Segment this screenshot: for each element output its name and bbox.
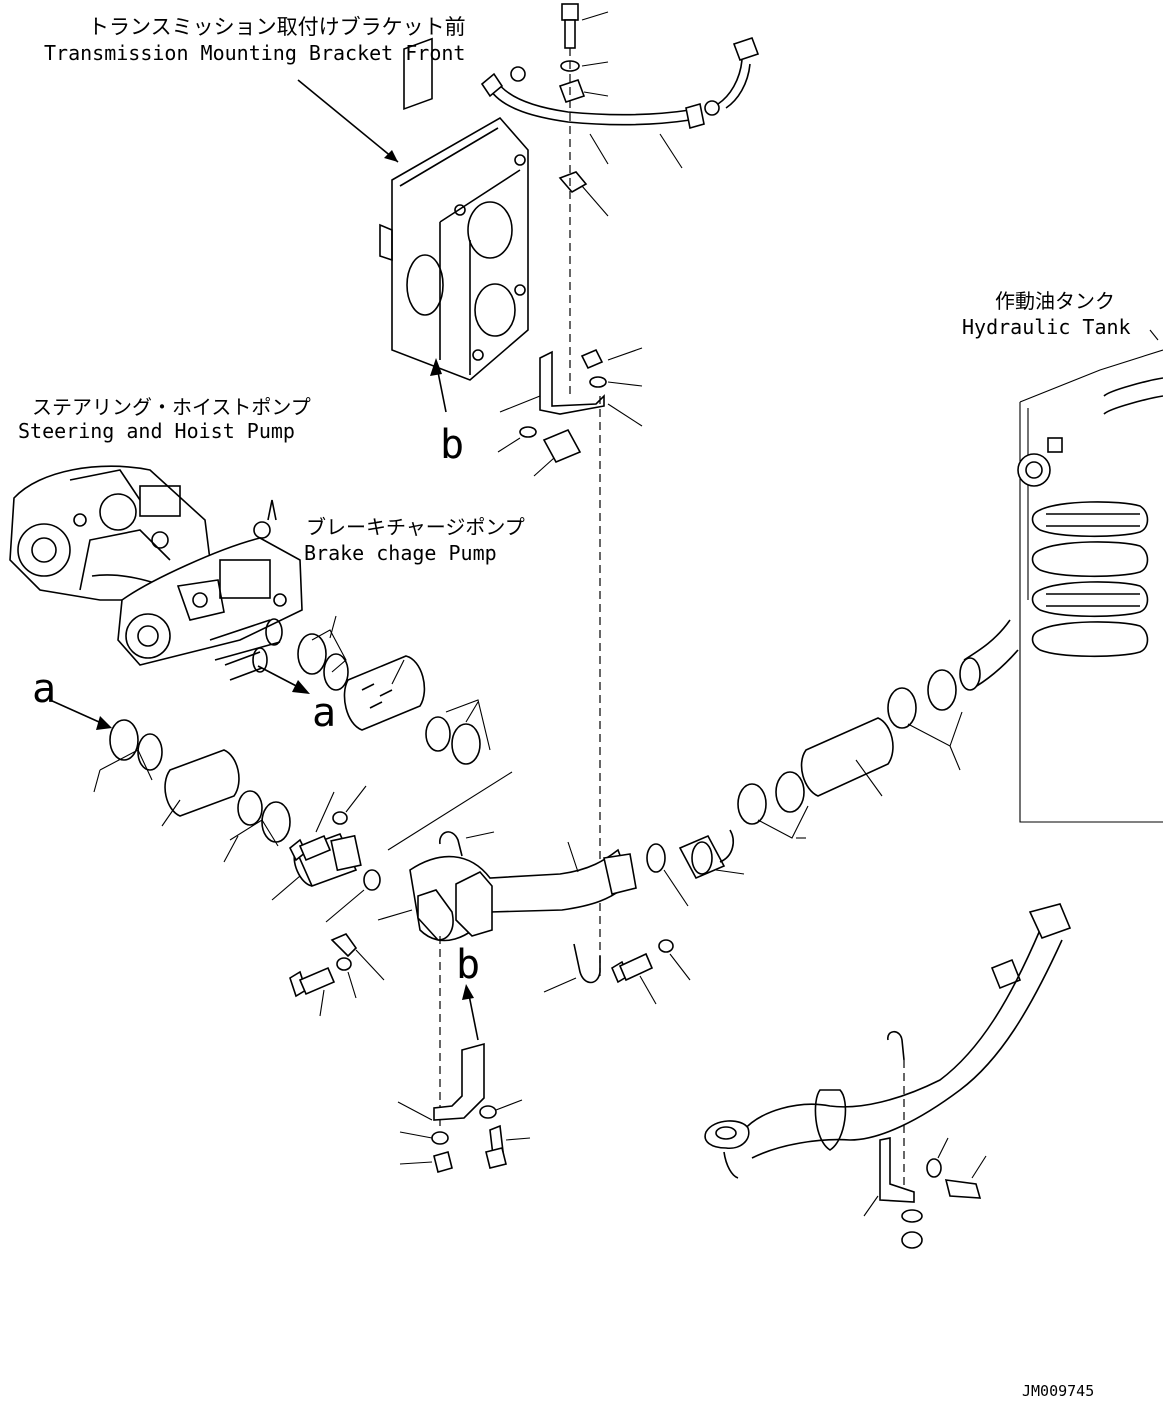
steering-pump-label-en: Steering and Hoist Pump bbox=[18, 419, 295, 443]
hydraulic-tank-label-jp: 作動油タンク bbox=[995, 289, 1115, 313]
brake-pump-label-en: Brake chage Pump bbox=[304, 541, 497, 565]
bolt-washer-right bbox=[610, 939, 691, 1005]
ref-b-bottom: b bbox=[456, 942, 480, 988]
arrow-head bbox=[462, 984, 474, 1000]
upper-hose-clamps bbox=[297, 615, 491, 765]
ref-a-center: a bbox=[312, 690, 336, 736]
main-pipe bbox=[377, 771, 637, 942]
brake-charge-pump bbox=[117, 499, 303, 666]
o-ring-right bbox=[646, 843, 666, 873]
arrow-a-left bbox=[49, 699, 109, 727]
steering-hoist-pump bbox=[9, 465, 211, 601]
pump-outlet-pipes bbox=[209, 618, 283, 681]
ref-b-top: b bbox=[440, 422, 464, 468]
leader-transmission bbox=[297, 79, 399, 163]
transmission-label-jp: トランスミッション取付けブラケット前 bbox=[88, 15, 466, 39]
brake-pump-label-jp: ブレーキチャージポンプ bbox=[306, 515, 525, 539]
drawing-number: JM009745 bbox=[1022, 1382, 1094, 1400]
transmission-bracket bbox=[379, 37, 529, 381]
u-bolt bbox=[543, 943, 601, 993]
arrow-head bbox=[292, 680, 310, 694]
hose-assembly bbox=[480, 36, 760, 169]
lower-clamp-bolts bbox=[289, 933, 385, 1017]
arrow-head bbox=[430, 358, 442, 376]
ref-a-left: a bbox=[32, 666, 56, 712]
lower-bracket bbox=[397, 1042, 531, 1173]
assembled-pipe-detail bbox=[704, 903, 1072, 1249]
top-bolt-stack bbox=[558, 3, 609, 395]
upper-bracket bbox=[497, 347, 643, 477]
transmission-label-en: Transmission Mounting Bracket Front bbox=[44, 41, 465, 65]
right-hose-chain bbox=[678, 619, 1019, 880]
hydraulic-tank-label-en: Hydraulic Tank bbox=[962, 315, 1131, 339]
lower-hose-clamps bbox=[93, 719, 291, 863]
arrow-head bbox=[384, 150, 398, 162]
arrow-head bbox=[96, 716, 112, 730]
hydraulic-tank bbox=[1017, 329, 1163, 823]
steering-pump-label-jp: ステアリング・ホイストポンプ bbox=[32, 395, 311, 419]
bolt-washer-mid bbox=[288, 785, 381, 923]
